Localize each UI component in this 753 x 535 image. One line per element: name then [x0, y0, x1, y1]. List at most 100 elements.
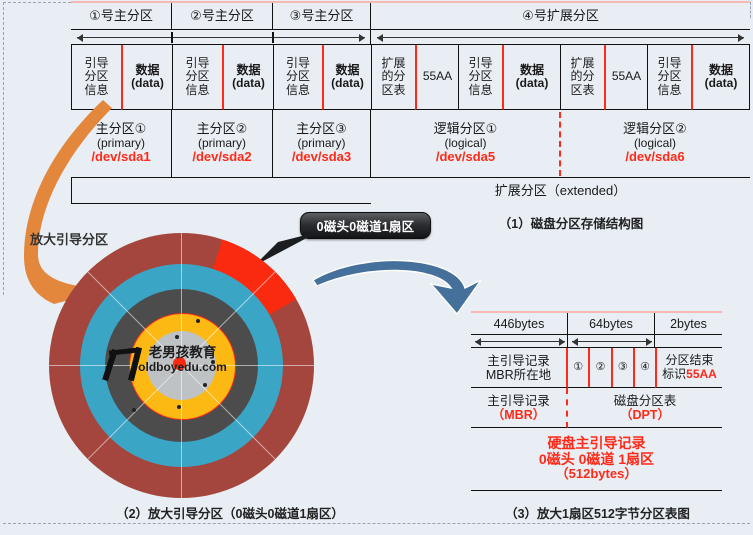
partition-header-4-label: ④号扩展分区	[522, 7, 599, 23]
zoom-boot-partition-text: 放大引导分区	[30, 232, 109, 247]
watermark: 老男孩教育 oldboyedu.com	[115, 345, 250, 374]
dpt-entry-1: ①	[573, 361, 584, 374]
partition-end-line1: 分区结束	[665, 353, 714, 368]
size-measure-arrow-446	[475, 336, 565, 348]
partition-detail-cell-11: 扩展的分区表	[560, 45, 604, 110]
primary-partition-2-type: (primary)	[198, 135, 246, 150]
partition-detail-cell-3-line-3: 信息	[185, 82, 210, 97]
size-measure-arrow-64	[572, 336, 652, 348]
mbr-location-line2: MBR所在地	[485, 367, 552, 382]
partition-detail-cell-1-line-2: 分区	[84, 69, 109, 84]
partition-detail-cell-2-line-1: 数据	[135, 62, 160, 77]
platter-screw-1	[196, 319, 200, 323]
partition-header-2-label: ②号主分区	[190, 7, 254, 23]
partition-header-1: ①号主分区	[71, 3, 172, 30]
callout-pointer	[254, 232, 318, 266]
logical-partition-divider	[559, 112, 561, 176]
partition-detail-cell-3-line-1: 引导	[185, 55, 210, 70]
primary-partition-3: 主分区③ (primary) /dev/sda3	[273, 110, 371, 178]
partition-end-signature-cell: 分区结束 标识55AA	[655, 348, 722, 388]
size-cell-2: 2bytes	[655, 313, 722, 335]
top-accent-line	[71, 1, 750, 3]
disk-spindle-hub	[173, 357, 186, 370]
watermark-title: 老男孩教育	[148, 345, 217, 360]
dpt-entry-2: ②	[588, 348, 610, 387]
measure-tick-2	[272, 32, 274, 43]
primary-partition-3-type: (primary)	[297, 135, 346, 150]
platter-screw-3	[203, 383, 207, 387]
dpt-entry-3: ③	[610, 348, 633, 387]
partition-detail-cell-9-line-2: 分区	[468, 69, 493, 84]
size-measure-2	[655, 335, 722, 348]
partition-detail-cell-11-line-3: 区表	[570, 82, 595, 97]
partition-header-2: ②号主分区	[172, 3, 273, 30]
primary-partition-3-dev: /dev/sda3	[291, 149, 352, 165]
partition-detail-cell-3: 引导分区信息	[172, 45, 222, 110]
partition-detail-cell-13: 引导分区信息	[647, 45, 691, 110]
zoom-sector-arrow	[312, 259, 482, 316]
partition-detail-cell-6-line-2: (data)	[331, 76, 364, 90]
zoom-boot-partition-label: 放大引导分区	[30, 229, 150, 248]
platter-screw-4	[177, 405, 181, 409]
logical-partition-2-dev: /dev/sda6	[625, 149, 685, 165]
partition-detail-cell-14-line-2: (data)	[704, 76, 738, 90]
table3-accent-line	[471, 311, 722, 313]
partition-detail-cell-9-line-3: 信息	[468, 82, 493, 97]
partition-end-prefix: 标识	[662, 366, 687, 381]
partition-detail-cell-14: 数据(data)	[691, 45, 750, 110]
primary-partition-1-type: (primary)	[97, 135, 145, 150]
partition-detail-cell-7: 扩展的分区表	[371, 45, 415, 110]
partition-detail-cell-11-line-1: 扩展	[570, 55, 595, 70]
partition-end-line2: 标识55AA	[662, 366, 717, 381]
platter-screw-5	[132, 408, 136, 412]
primary-partition-2-dev: /dev/sda2	[192, 149, 252, 165]
partition-detail-cell-5-line-3: 信息	[285, 82, 310, 97]
extended-partition-bar: 扩展分区（extended）	[371, 178, 750, 204]
partition-detail-cell-10: 数据(data)	[502, 45, 560, 110]
logical-partition-1-type: (logical)	[444, 135, 487, 150]
partition-detail-cell-10-line-1: 数据	[519, 62, 544, 77]
partition-detail-cell-1-line-3: 信息	[84, 82, 109, 97]
watermark-url: oldboyedu.com	[138, 359, 227, 374]
partition-header-3: ③号主分区	[273, 3, 371, 30]
partition-detail-cell-11-line-2: 的分	[570, 69, 595, 84]
mbr-footer-line2: 0磁头 0磁道 1扇区	[538, 450, 655, 467]
extended-partition-label: 扩展分区（extended）	[494, 182, 627, 198]
partition-detail-cell-13-line-1: 引导	[657, 55, 682, 70]
size-cell-64: 64bytes	[568, 313, 655, 335]
dpt-name-line1: 磁盘分区表	[613, 393, 677, 408]
size-cell-446-label: 446bytes	[493, 316, 545, 331]
partition-detail-cell-1-line-1: 引导	[84, 55, 109, 70]
dpt-name-line2: （DPT）	[619, 407, 670, 422]
partition-header-1-label: ①号主分区	[89, 7, 153, 23]
partition-detail-cell-7-line-2: 的分	[381, 69, 406, 84]
sector-callout-label: 0磁头0磁道1扇区	[316, 220, 415, 234]
partition-detail-cell-5-line-1: 引导	[285, 55, 310, 70]
partition-detail-cell-5-line-2: 分区	[285, 69, 310, 84]
selection-guide-left	[3, 2, 4, 295]
logical-partition-2: 逻辑分区② (logical) /dev/sda6	[560, 110, 750, 178]
partition-detail-cell-4: 数据(data)	[222, 45, 273, 110]
sector-callout-badge[interactable]: 0磁头0磁道1扇区	[300, 212, 431, 239]
primary-partition-1-dev: /dev/sda1	[91, 149, 151, 165]
section1-caption: （1）磁盘分区存储结构图	[498, 217, 644, 231]
logical-partition-2-name: 逻辑分区②	[623, 121, 687, 137]
partition-header-3-label: ③号主分区	[289, 7, 354, 23]
partition-detail-cell-12: 55AA	[604, 45, 647, 110]
mbr-location-cell: 主引导记录 MBR所在地	[471, 348, 568, 388]
section3-caption: （3）放大1扇区512字节分区表图	[505, 507, 690, 521]
partition-header-4: ④号扩展分区	[371, 3, 750, 30]
mbr-name-line2: （MBR）	[491, 407, 546, 422]
partition-detail-cell-2-line-2: (data)	[131, 76, 164, 90]
partition-detail-cell-9-line-1: 引导	[468, 55, 493, 70]
partition-detail-cell-3-line-2: 分区	[185, 69, 210, 84]
logical-partition-1-dev: /dev/sda5	[435, 149, 496, 165]
dpt-entry-4: ④	[632, 348, 655, 387]
partition-detail-cell-9: 引导分区信息	[458, 45, 502, 110]
logical-partition-2-type: (logical)	[633, 135, 676, 150]
partition-detail-cell-6: 数据(data)	[322, 45, 371, 110]
logical-partition-1: 逻辑分区① (logical) /dev/sda5	[371, 110, 560, 178]
mbr-location-line1: 主引导记录	[487, 353, 550, 368]
